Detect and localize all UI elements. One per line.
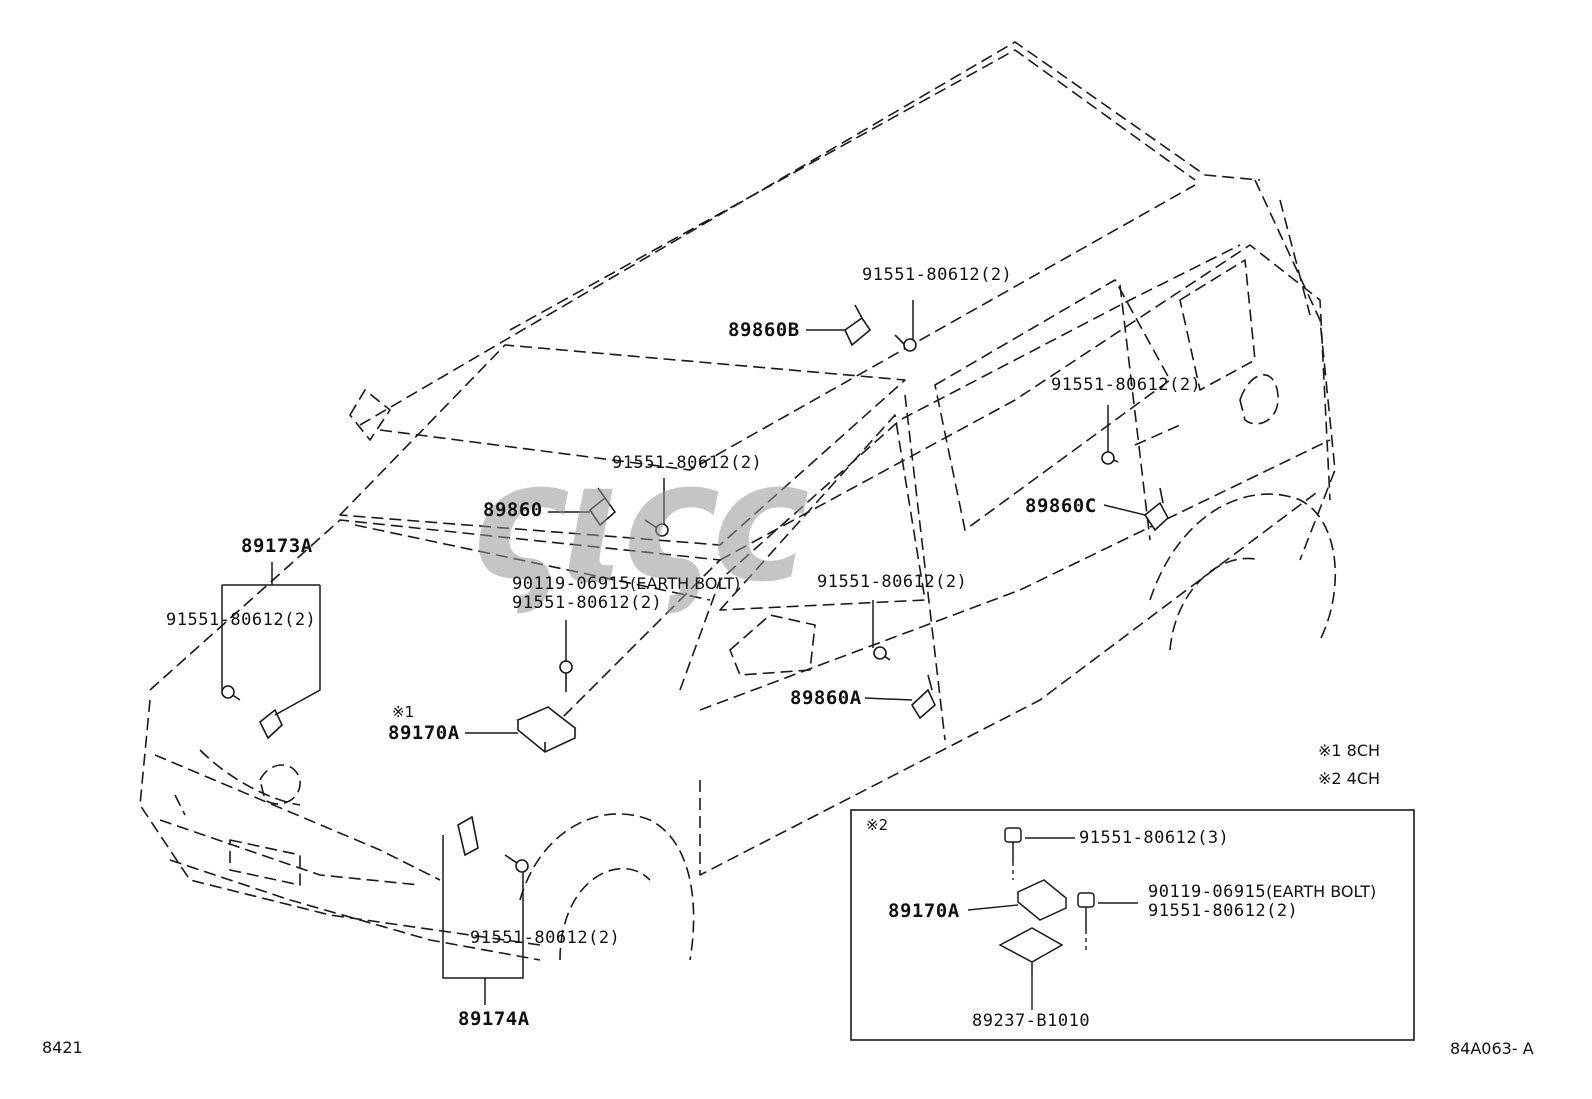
label-91551-left: 91551-80612(2) [166, 610, 317, 630]
label-91551-89860a: 91551-80612(2) [817, 572, 968, 592]
ecu-89170a-icon [516, 706, 577, 753]
note-4ch: ※2 4CH [1318, 769, 1381, 788]
earth-bolt-icon [559, 660, 573, 692]
label-earth-bolt-center: 90119-06915(EARTH BOLT) [512, 576, 740, 593]
sensor-89860b-icon [843, 304, 872, 347]
sensor-89173a-icon [258, 708, 283, 740]
inset-ecu-icon [1016, 879, 1068, 921]
footer-left-code: 8421 [42, 1038, 83, 1057]
inset-label-earth-bolt: 90119-06915(EARTH BOLT) [1148, 884, 1376, 901]
label-89860b: 89860B [728, 319, 800, 341]
earth-bolt-text: (EARTH BOLT) [630, 574, 741, 593]
footer-right-code: 84A063- A [1450, 1039, 1534, 1058]
label-91551-89860c: 91551-80612(2) [1051, 375, 1202, 395]
inset-label-bolt-right: 91551-80612(2) [1148, 901, 1299, 921]
label-89860: 89860 [483, 499, 543, 521]
leader-lines [221, 300, 1146, 1005]
sensor-89860a-icon [910, 674, 936, 720]
sensor-89860-icon [588, 487, 617, 527]
inset-leader-lines [967, 837, 1138, 1010]
bolt-89173a-icon [221, 685, 241, 701]
inset-bolt-top-icon [1004, 827, 1022, 862]
inset-frame [850, 809, 1415, 1041]
note-mark-1: ※1 [392, 703, 415, 721]
bolt-89860a-icon [873, 646, 891, 661]
inset-mark: ※2 [866, 816, 889, 834]
bolt-89860-icon [644, 519, 669, 537]
earth-bolt-code: 90119-06915 [512, 574, 631, 594]
label-89173a: 89173A [241, 535, 313, 557]
inset-bracket-icon [998, 927, 1064, 975]
inset-label-89170a: 89170A [888, 900, 960, 922]
sensor-89860c-icon [1143, 487, 1169, 532]
watermark: ςιςc [470, 426, 810, 618]
sensor-89174a-icon [457, 815, 479, 857]
label-91551-89174a: 91551-80612(2) [470, 928, 621, 948]
bolt-89174a-icon [504, 854, 529, 873]
label-89860a: 89860A [790, 687, 862, 709]
label-89860c: 89860C [1025, 495, 1097, 517]
bolt-89860b-icon [894, 334, 917, 352]
inset-earth-code: 90119-06915 [1148, 882, 1267, 902]
label-89170a-main: 89170A [388, 722, 460, 744]
label-91551-89860: 91551-80612(2) [612, 453, 763, 473]
bolt-89860c-icon [1101, 451, 1119, 465]
inset-bolt-right-icon [1077, 892, 1095, 930]
sensor-parts [221, 304, 1169, 873]
inset-label-bolt-top: 91551-80612(3) [1079, 828, 1230, 848]
inset-parts [998, 827, 1095, 975]
label-91551-89860b: 91551-80612(2) [862, 265, 1013, 285]
inset-earth-text: (EARTH BOLT) [1266, 882, 1377, 901]
note-8ch: ※1 8CH [1318, 741, 1381, 760]
inset-label-bracket: 89237-B1010 [972, 1011, 1091, 1031]
label-91551-center: 91551-80612(2) [512, 593, 663, 613]
label-89174a: 89174A [458, 1008, 530, 1030]
